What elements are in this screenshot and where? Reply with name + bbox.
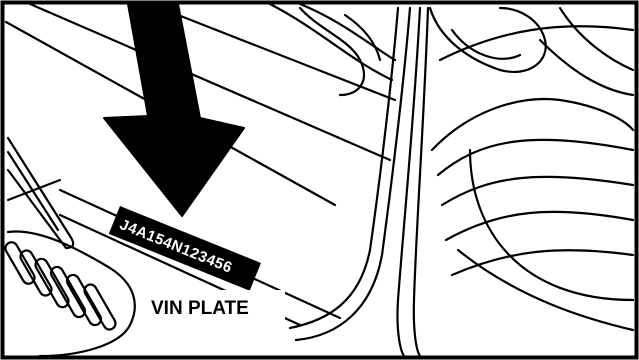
callout-label: VIN PLATE xyxy=(151,298,249,319)
